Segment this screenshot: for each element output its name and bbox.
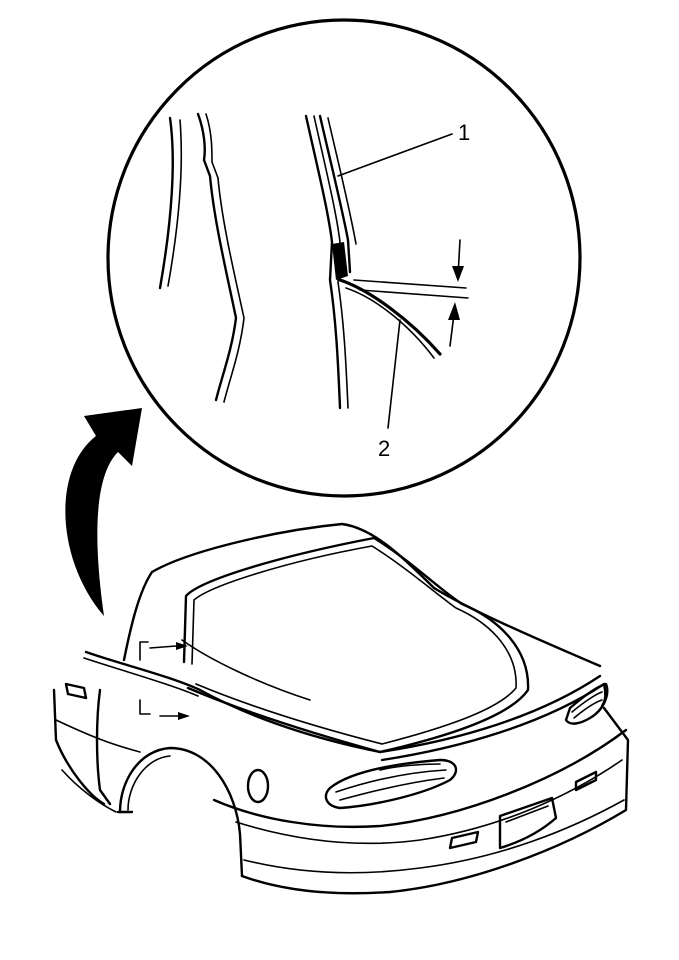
- tail-lamp-right-inner: [571, 691, 603, 713]
- gap-arrowhead-top: [452, 266, 464, 282]
- deck-lid-front: [378, 674, 602, 754]
- license-plate-inner: [505, 805, 549, 823]
- panel-edge-middle-inner: [205, 113, 245, 403]
- fascia-marker-right: [574, 770, 598, 792]
- body-panel-curve: [338, 278, 442, 356]
- rear-weatherstrip: [181, 639, 311, 701]
- leader-line-1: [337, 133, 453, 177]
- fascia-bottom-line: [243, 799, 625, 874]
- fuel-door: [246, 768, 270, 804]
- detail-pointer-arrow: [65, 408, 142, 616]
- tail-lamp-right-inner2: [573, 699, 603, 719]
- glass-edge: [304, 114, 342, 410]
- detail-circle: [106, 18, 582, 498]
- tail-lamp-left-inner3: [379, 763, 441, 771]
- side-panel-lower: [52, 688, 106, 806]
- gap-line-top: [353, 279, 467, 289]
- quarter-panel-line: [83, 657, 199, 697]
- view-arrowhead-upper: [176, 642, 188, 650]
- panel-edge-middle: [196, 112, 238, 402]
- rear-glass-outer: [182, 536, 530, 754]
- rocker-line: [61, 769, 117, 813]
- fascia-marker-left: [448, 830, 480, 850]
- detail-view: 1 2: [106, 18, 582, 498]
- wheel-arch-inner: [127, 755, 171, 811]
- tail-lamp-left-inner: [335, 769, 447, 793]
- pillar-edge-left-inner: [167, 119, 183, 287]
- pillar-edge-left: [158, 116, 174, 290]
- deck-lid-rear: [380, 682, 606, 762]
- fascia-crease: [235, 759, 623, 845]
- weatherstrip-inner: [327, 117, 357, 245]
- callout-2: 2: [378, 436, 390, 461]
- rear-fascia-upper: [212, 728, 628, 829]
- quarter-panel-upper: [84, 650, 382, 754]
- view-arrow-upper-shaft: [149, 645, 177, 649]
- view-arrowhead-lower: [178, 712, 190, 720]
- tail-lamp-left: [324, 758, 458, 810]
- side-marker-light: [64, 682, 88, 700]
- gap-arrowhead-bottom: [448, 302, 460, 320]
- rear-glass-inner: [191, 545, 517, 745]
- weatherstrip-seal: [332, 242, 348, 280]
- view-bracket-lower: [139, 699, 151, 715]
- body-panel-curve-inner: [345, 287, 435, 359]
- rear-fascia-lower: [240, 706, 630, 895]
- door-edge: [95, 688, 112, 806]
- tail-lamp-right: [564, 682, 609, 725]
- side-body-line: [55, 719, 141, 753]
- roof-outline: [122, 522, 602, 668]
- gap-line-bottom: [359, 289, 469, 299]
- wheel-arch: [118, 746, 244, 878]
- car-body: [52, 522, 630, 895]
- view-bracket-upper: [139, 641, 149, 661]
- license-plate-recess: [498, 796, 558, 850]
- weatherstrip: [318, 114, 352, 274]
- tail-lamp-left-inner2: [339, 777, 445, 801]
- leader-line-2: [387, 319, 401, 429]
- callout-1: 1: [458, 120, 470, 145]
